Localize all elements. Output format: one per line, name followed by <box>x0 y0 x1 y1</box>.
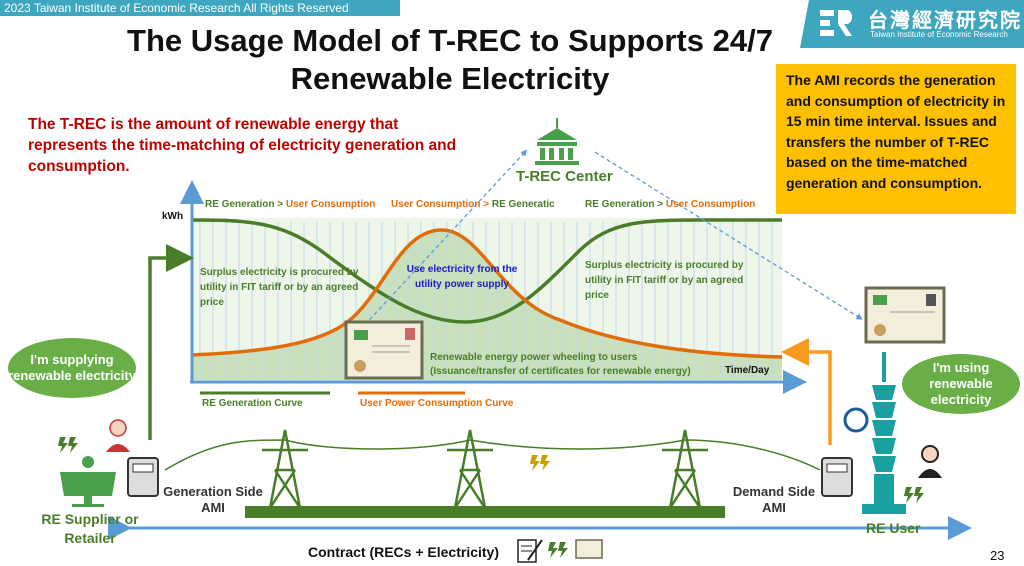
user-person-icon <box>918 445 942 478</box>
supplier-speech-bubble: I'm supplying renewable electricity <box>8 338 136 398</box>
slide-title: The Usage Model of T-REC to Supports 24/… <box>127 23 773 96</box>
y-axis-label: kWh <box>162 211 184 222</box>
supplier-person-icon <box>106 419 130 452</box>
lightning-icons <box>58 437 924 558</box>
logo-mark-icon <box>820 10 853 36</box>
phase-2-b: RE Generatic <box>491 199 555 210</box>
slide-subtitle: The T-REC is the amount of renewable ene… <box>28 116 457 175</box>
generation-ami-meter-icon <box>127 457 159 497</box>
supply-arrow <box>148 244 194 440</box>
contract-certificate-icon <box>575 539 603 559</box>
user-consumption-curve <box>191 228 783 359</box>
re-user-label: RE User <box>866 520 921 536</box>
x-axis-label: Time/Day <box>725 365 770 376</box>
legend-consumption: User Power Consumption Curve <box>360 398 514 409</box>
phase-3-b: User Consumption <box>665 199 756 210</box>
solar-panel-icon <box>60 456 116 507</box>
tier-logo: 台灣經濟研究院 Taiwan Institute of Economic Res… <box>800 0 1024 48</box>
phase-1-a: RE Generation > <box>205 199 286 210</box>
ground-bar <box>245 506 725 518</box>
phase-2-label: User Consumption > RE Generatic <box>391 199 555 210</box>
user-certificate-icon <box>864 286 946 344</box>
re-generation-curve <box>191 218 782 324</box>
certificate-icon <box>344 320 424 380</box>
trec-center-label: T-REC Center <box>516 168 613 185</box>
wheeling-subnote: (Issuance/transfer of certificates for r… <box>430 366 691 377</box>
page-number: 23 <box>990 548 1005 563</box>
taipei-101-tower-icon <box>862 352 906 514</box>
phase-1-label: RE Generation > User Consumption <box>205 199 375 210</box>
phase-3-label: RE Generation > User Consumption <box>585 199 755 210</box>
logo-english-text: Taiwan Institute of Economic Research <box>870 30 1008 39</box>
power-line <box>164 439 821 471</box>
surplus-right-note: Surplus electricity is procured by utili… <box>585 260 744 301</box>
copyright-bar: 2023 Taiwan Institute of Economic Resear… <box>0 0 400 16</box>
seal-icon <box>843 407 869 433</box>
wheeling-note: Renewable energy power wheeling to users <box>430 352 638 363</box>
contract-label: Contract (RECs + Electricity) <box>308 544 499 560</box>
re-supplier-label: RE Supplier or Retailer <box>41 511 139 546</box>
certificate-to-center-link <box>359 149 528 331</box>
phase-3-a: RE Generation > <box>585 199 666 210</box>
surplus-left-note: Surplus electricity is procured by utili… <box>200 267 359 308</box>
ami-note-box: The AMI records the generation and consu… <box>776 64 1016 214</box>
generation-ami-label: Generation Side AMI <box>163 484 263 515</box>
utility-supply-note: Use electricity from the utility power s… <box>406 264 518 290</box>
center-to-user-link <box>594 151 863 320</box>
demand-ami-label: Demand Side AMI <box>732 484 816 515</box>
transmission-towers <box>262 429 708 509</box>
consumption-arrow <box>781 338 832 445</box>
demand-ami-meter-icon <box>821 457 853 497</box>
phase-1-b: User Consumption <box>285 199 376 210</box>
trec-center-building-icon <box>535 118 579 165</box>
user-speech-bubble: I'm using renewable electricity <box>902 354 1020 414</box>
logo-chinese-text: 台灣經濟研究院 <box>868 10 1022 32</box>
legend-generation: RE Generation Curve <box>202 398 303 409</box>
phase-2-a: User Consumption > <box>391 199 492 210</box>
contract-document-icon <box>517 539 543 563</box>
